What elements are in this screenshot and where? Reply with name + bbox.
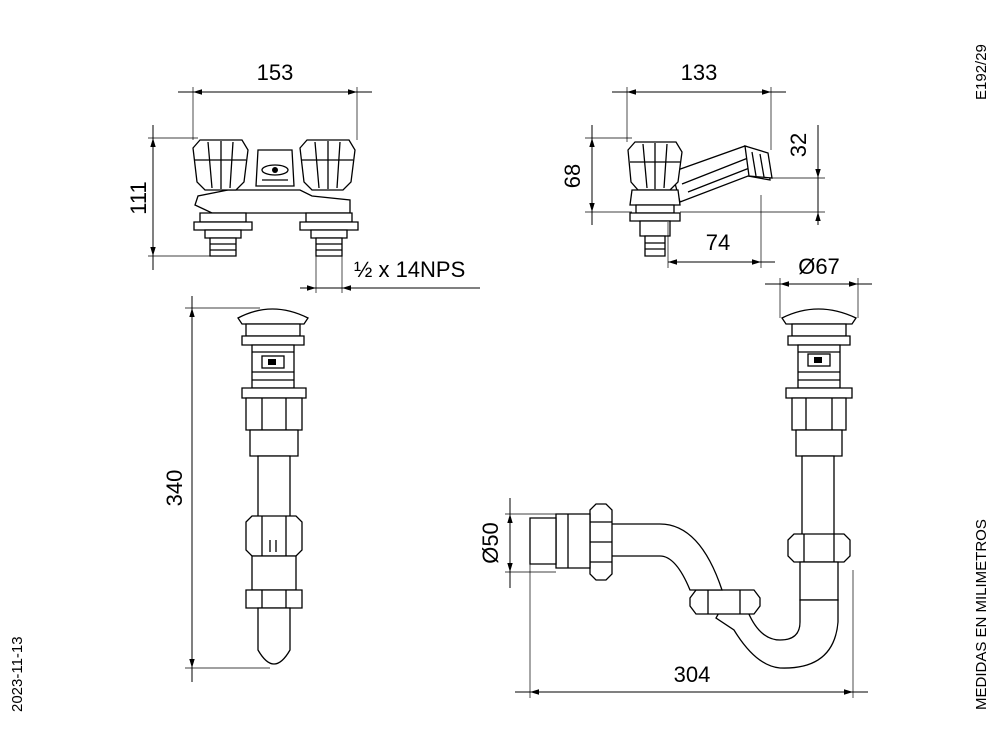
p-trap-drawing [529, 308, 857, 669]
dim-drain-height: 340 [162, 296, 270, 682]
dim-spout-reach-label: 74 [706, 230, 730, 255]
dim-trap-outlet-diameter-label: Ø50 [478, 522, 503, 564]
dim-connection-label: ½ x 14NPS [354, 257, 465, 282]
dim-spout-width: 133 [612, 60, 786, 150]
dim-spout-height: 68 [560, 125, 632, 225]
dim-trap-outlet-diameter: Ø50 [478, 498, 556, 588]
dim-drain-height-label: 340 [162, 470, 187, 507]
units-note: MEDIDAS EN MILIMETROS [973, 519, 990, 710]
dim-spout-reach: 74 [667, 195, 775, 268]
dim-spout-width-label: 133 [681, 60, 718, 85]
dim-faucet-width: 153 [178, 60, 372, 140]
dim-spout-rise: 32 [680, 125, 825, 225]
drawing-code: E192/29 [973, 44, 990, 100]
drawing-date: 2023-11-13 [9, 636, 26, 712]
dim-drain-diameter-label: Ø67 [798, 254, 840, 279]
single-faucet-drawing [627, 141, 773, 257]
dim-spout-height-label: 68 [560, 164, 585, 188]
double-faucet-drawing [192, 139, 359, 257]
dim-connection: ½ x 14NPS [300, 256, 480, 293]
dim-faucet-width-label: 153 [257, 60, 294, 85]
dim-trap-width: 304 [515, 564, 868, 698]
dim-spout-rise-label: 32 [786, 133, 811, 157]
dim-faucet-height-label: 111 [126, 181, 151, 214]
dim-trap-width-label: 304 [674, 662, 711, 687]
drain-drawing [237, 308, 309, 665]
dim-faucet-height: 111 [126, 125, 210, 270]
dim-drain-diameter: Ø67 [765, 254, 872, 318]
